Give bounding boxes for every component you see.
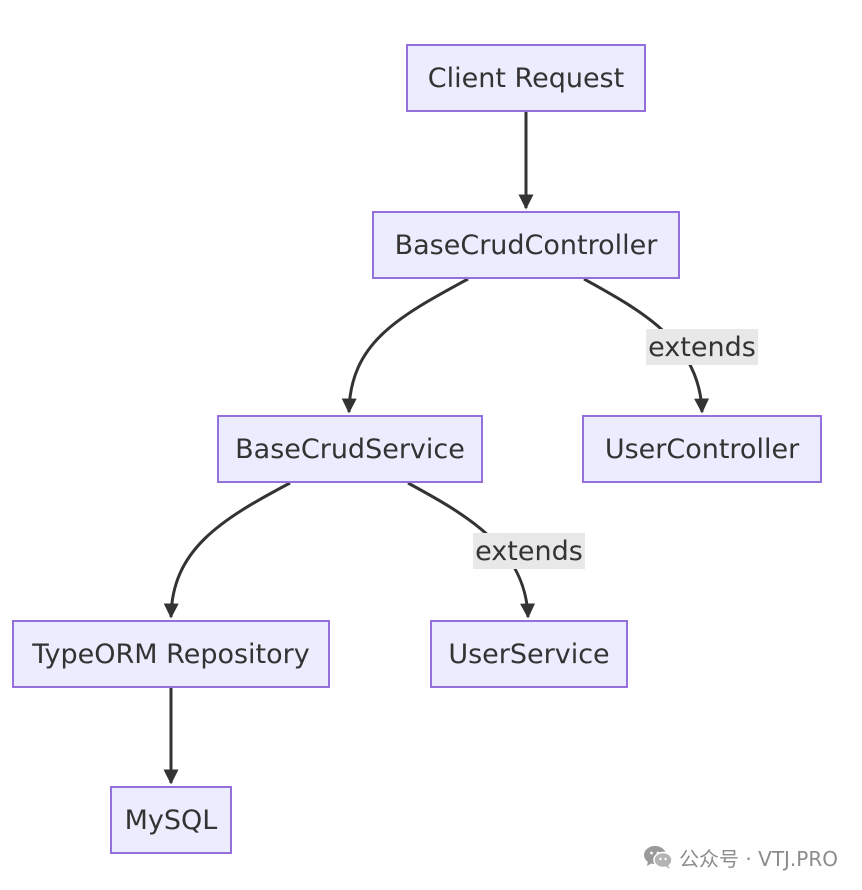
- node-base-crud-service: BaseCrudService: [217, 415, 483, 483]
- node-user-controller-label: UserController: [604, 433, 800, 465]
- edge-label-extends-service: extends: [473, 533, 585, 569]
- edge-base-crud-controller-to-base-crud-service: [341, 277, 469, 414]
- node-client-request: Client Request: [406, 44, 646, 112]
- watermark: 公众号 · VTJ.PRO: [643, 842, 838, 872]
- node-typeorm-repository: TypeORM Repository: [12, 620, 330, 688]
- edge-base-crud-service-to-typeorm-repository: [163, 481, 291, 619]
- node-base-crud-controller: BaseCrudController: [372, 211, 680, 279]
- node-mysql-label: MySQL: [124, 804, 218, 836]
- node-user-controller: UserController: [582, 415, 822, 483]
- node-mysql: MySQL: [110, 786, 232, 854]
- watermark-text: 公众号 · VTJ.PRO: [679, 846, 838, 871]
- node-base-crud-controller-label: BaseCrudController: [394, 229, 658, 261]
- edge-label-extends-controller: extends: [646, 329, 758, 365]
- node-user-service: UserService: [430, 620, 628, 688]
- edge-label-extends-service-text: extends: [475, 535, 583, 567]
- node-client-request-label: Client Request: [427, 62, 625, 94]
- node-base-crud-service-label: BaseCrudService: [235, 433, 465, 465]
- wechat-icon: [643, 844, 673, 870]
- node-typeorm-repository-label: TypeORM Repository: [32, 638, 310, 670]
- node-user-service-label: UserService: [448, 638, 610, 670]
- edge-label-extends-controller-text: extends: [648, 331, 756, 363]
